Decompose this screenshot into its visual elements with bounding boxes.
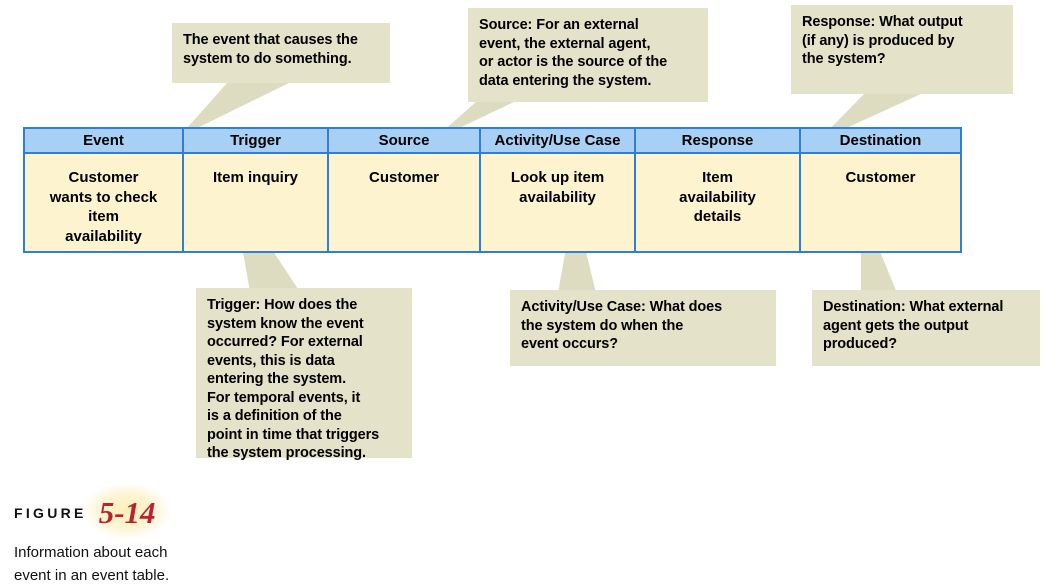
callout-destination: Destination: What external agent gets th… (812, 290, 1040, 366)
callout-source-text: Source: For an external event, the exter… (479, 17, 668, 89)
figure-number: 5-14 (98, 495, 156, 530)
table-header-row: Event Trigger Source Activity/Use Case R… (25, 129, 960, 154)
callout-response: Response: What output (if any) is produc… (791, 5, 1013, 94)
cell-trigger: Item inquiry (184, 154, 329, 251)
column-header-trigger: Trigger (184, 129, 329, 152)
callout-event-text: The event that causes the system to do s… (183, 32, 358, 67)
column-header-event: Event (25, 129, 184, 152)
table-row: Customer wants to check item availabilit… (25, 154, 960, 251)
column-header-destination: Destination (801, 129, 960, 152)
callout-destination-text: Destination: What external agent gets th… (823, 299, 1004, 353)
figure-label: FIGURE (14, 505, 87, 521)
cell-event: Customer wants to check item availabilit… (25, 154, 184, 251)
figure-caption: Information about each event in an event… (14, 544, 170, 585)
figure-number-glow (82, 483, 171, 539)
figure-block: FIGURE 5-14 Information about each event … (14, 483, 334, 588)
callout-trigger-text: Trigger: How does the system know the ev… (207, 297, 380, 462)
figure-number-wrap: 5-14 (82, 483, 171, 539)
callout-source: Source: For an external event, the exter… (468, 8, 708, 102)
column-header-activity-use-case: Activity/Use Case (481, 129, 636, 152)
callout-trigger: Trigger: How does the system know the ev… (196, 288, 412, 461)
cell-source: Customer (329, 154, 481, 251)
event-table: Event Trigger Source Activity/Use Case R… (23, 127, 962, 253)
callout-activity-use-case: Activity/Use Case: What does the system … (510, 290, 776, 366)
column-header-response: Response (636, 129, 801, 152)
cell-destination: Customer (801, 154, 960, 251)
callout-response-text: Response: What output (if any) is produc… (802, 14, 963, 68)
callout-event: The event that causes the system to do s… (172, 23, 390, 83)
cell-activity-use-case: Look up item availability (481, 154, 636, 251)
cell-response: Item availability details (636, 154, 801, 251)
callout-activity-text: Activity/Use Case: What does the system … (521, 299, 723, 353)
column-header-source: Source (329, 129, 481, 152)
